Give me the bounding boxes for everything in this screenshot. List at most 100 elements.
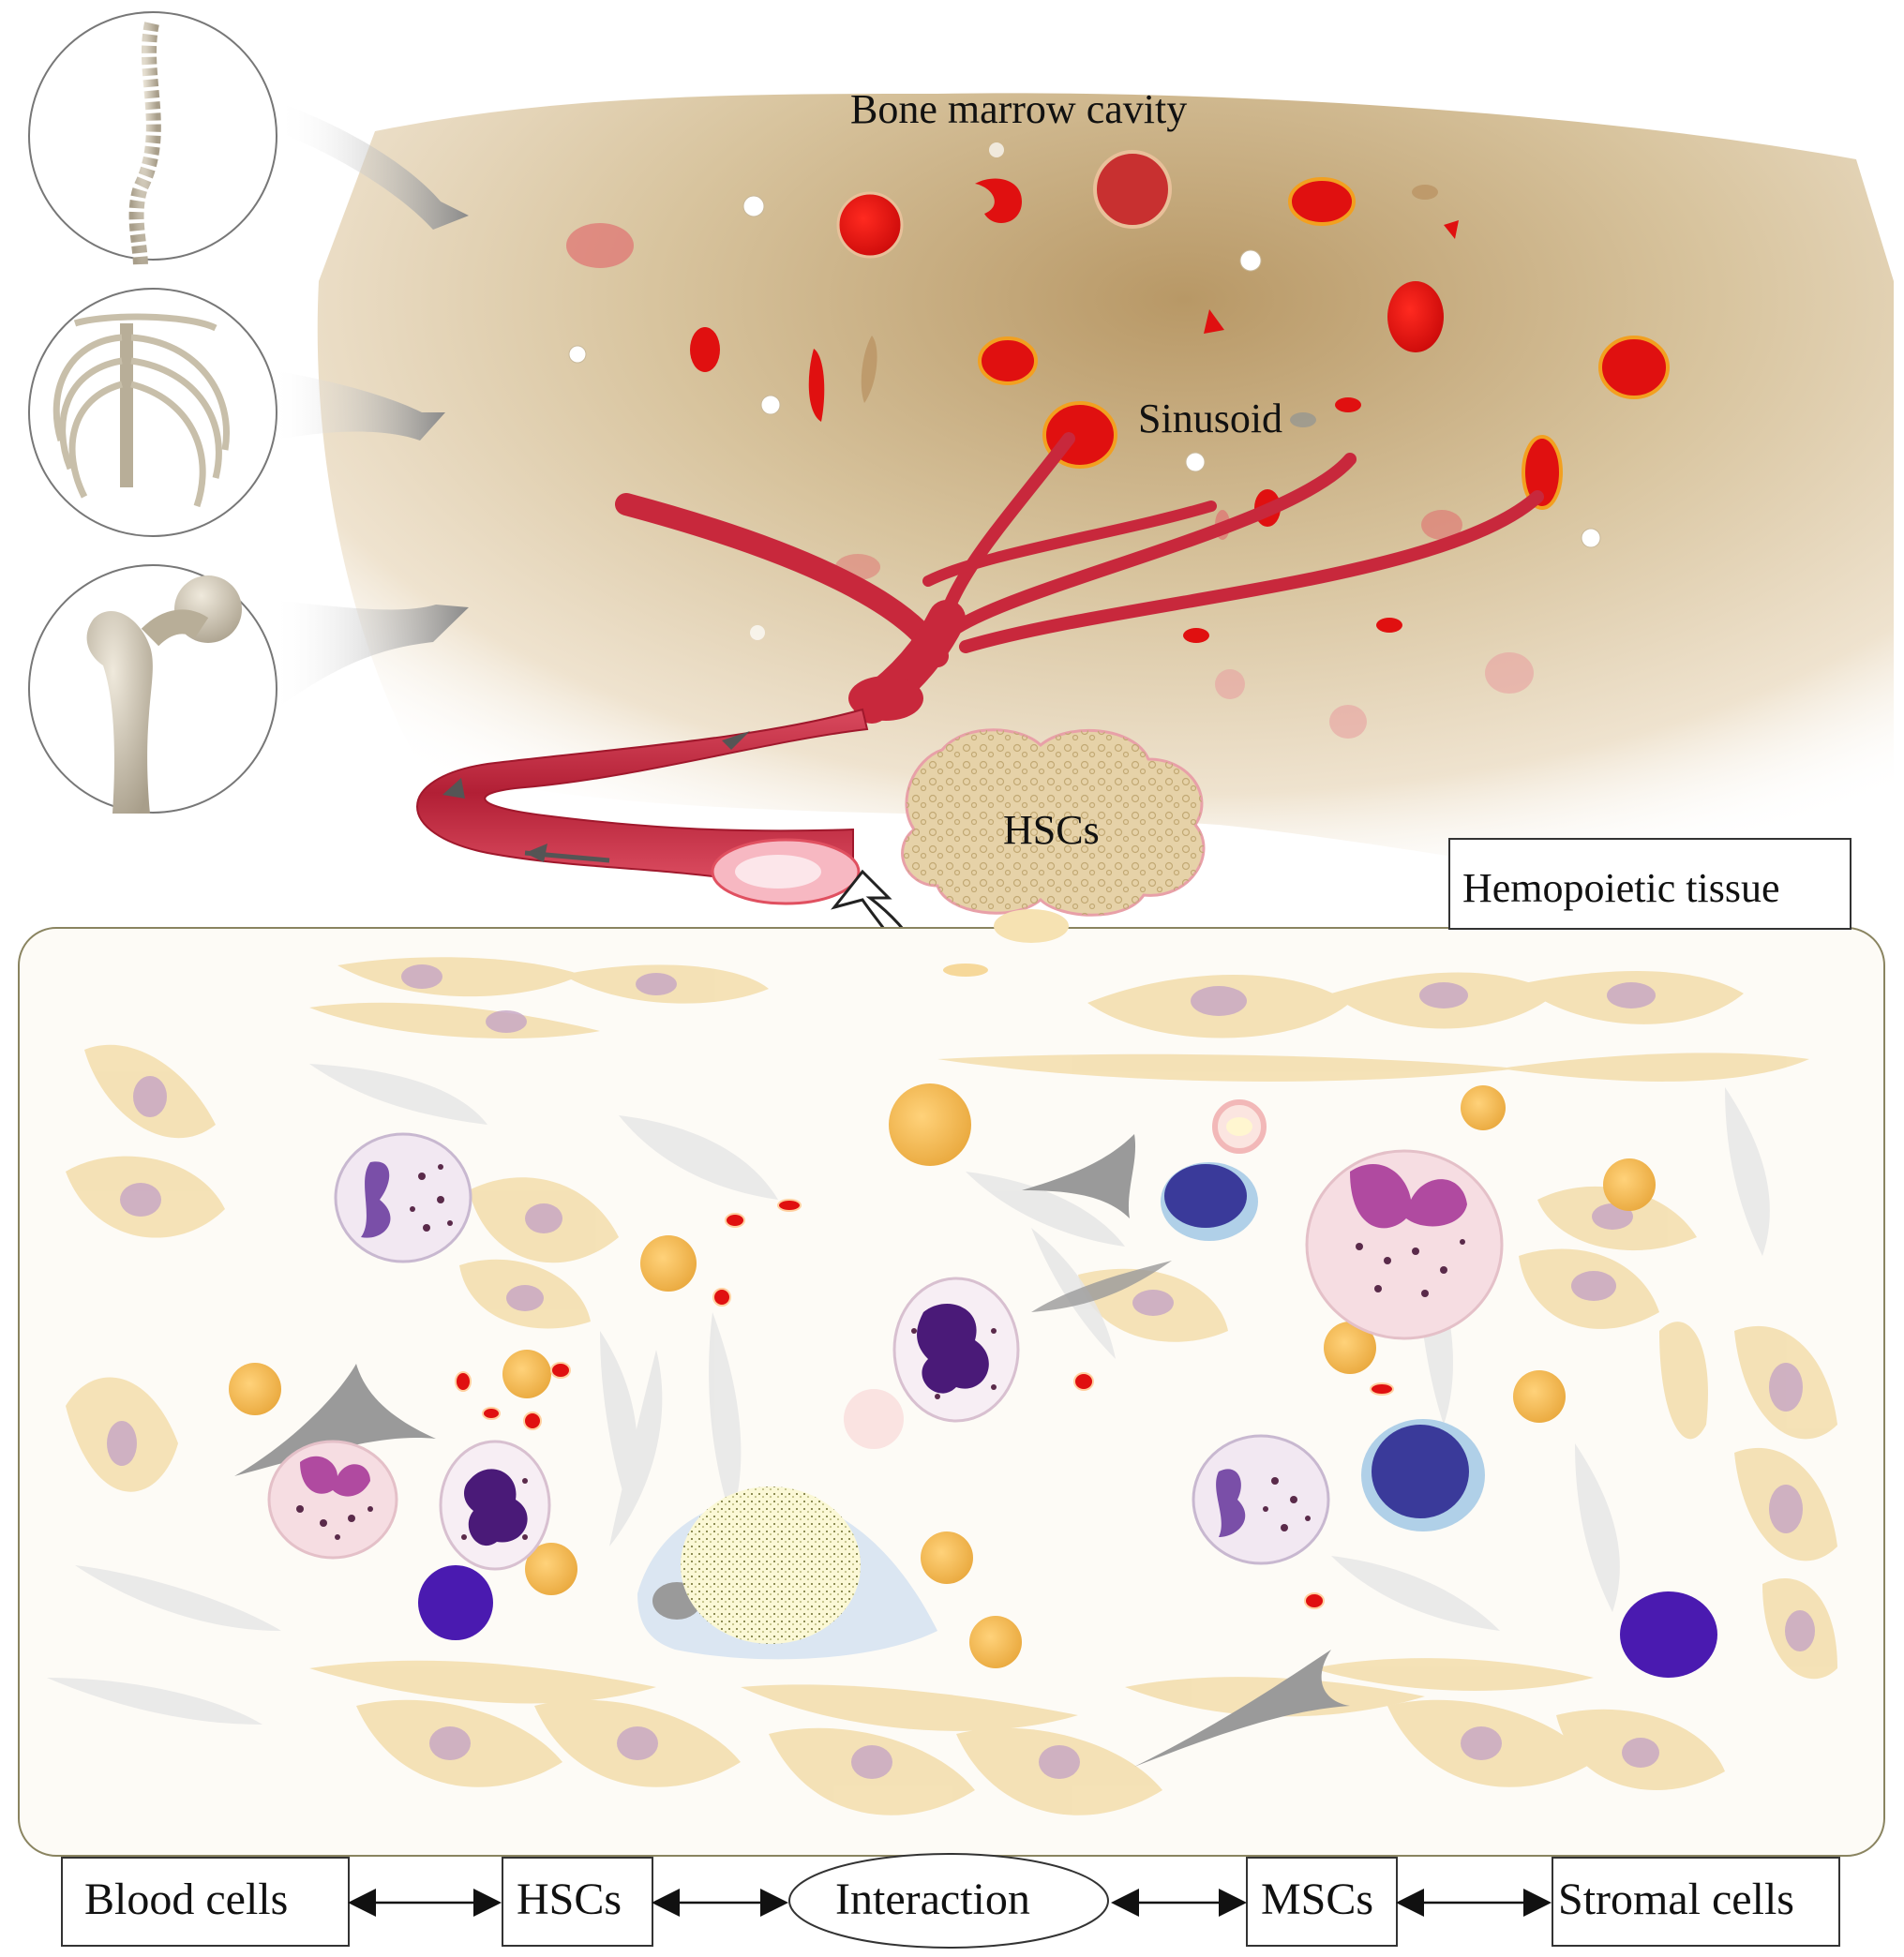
interaction-label: Interaction bbox=[835, 1875, 1030, 1924]
rbc bbox=[1204, 309, 1224, 334]
platelet-core bbox=[1226, 1117, 1252, 1136]
stellate-cells bbox=[234, 1134, 1350, 1767]
rbc bbox=[566, 223, 634, 268]
hemopoietic-tissue-label: Hemopoietic tissue bbox=[1462, 865, 1780, 911]
eosinophil bbox=[1192, 1434, 1330, 1565]
stromal-cell bbox=[937, 1053, 1519, 1082]
hscs-box: HSCs bbox=[502, 1857, 653, 1947]
hemopoietic-tissue: Hemopoietic tissue bbox=[18, 838, 1885, 1857]
stromal-cell bbox=[1659, 1322, 1708, 1440]
stromal-cell bbox=[741, 1684, 1078, 1731]
stromal-cells-box: Stromal cells bbox=[1552, 1857, 1840, 1947]
fibroblast bbox=[1725, 1087, 1770, 1256]
fibroblast bbox=[619, 1115, 778, 1200]
rbc bbox=[1598, 336, 1670, 399]
rbc bbox=[1215, 669, 1245, 699]
vessel-branch bbox=[950, 453, 1357, 635]
mscs-box: MSCs bbox=[1246, 1857, 1398, 1947]
vessel-node bbox=[848, 676, 923, 721]
spine-icon bbox=[28, 11, 277, 268]
hscs-texture bbox=[902, 729, 1204, 916]
rbc bbox=[1183, 628, 1209, 643]
fibroblast bbox=[1331, 1556, 1500, 1631]
rbc bbox=[1444, 220, 1459, 239]
stromal-cell bbox=[309, 1002, 600, 1038]
fibroblast bbox=[966, 1172, 1125, 1247]
stromal-cells-label: Stromal cells bbox=[1558, 1875, 1794, 1924]
stromal-nuclei bbox=[107, 964, 1815, 1779]
mscs-label: MSCs bbox=[1261, 1875, 1373, 1924]
orange-cell bbox=[1513, 1370, 1566, 1423]
skeleton-sources bbox=[28, 11, 469, 814]
rbc bbox=[1421, 510, 1462, 540]
interaction-ellipse: Interaction bbox=[788, 1853, 1109, 1949]
orange-cell bbox=[640, 1235, 697, 1292]
stromal-cell bbox=[1500, 1053, 1809, 1082]
stellate-cell bbox=[1134, 1650, 1350, 1767]
arrow-icon bbox=[272, 600, 469, 712]
eosinophil bbox=[334, 1132, 472, 1263]
fibroblast bbox=[75, 1565, 281, 1631]
fat-cell bbox=[1581, 528, 1601, 548]
marrow-cavity-shape bbox=[317, 93, 1894, 919]
orange-cell bbox=[229, 1363, 281, 1415]
neutrophil bbox=[892, 1277, 1020, 1423]
fibroblast bbox=[1575, 1443, 1620, 1612]
stromal-cell bbox=[309, 1660, 656, 1704]
fat-cell bbox=[1185, 452, 1206, 472]
fibroblast bbox=[309, 1064, 487, 1125]
orange-cell bbox=[525, 1543, 577, 1595]
hscs-cluster-label: HSCs bbox=[1003, 807, 1100, 853]
fibroblast bbox=[600, 1331, 637, 1509]
sinusoid-label: Sinusoid bbox=[1138, 396, 1282, 441]
rbc bbox=[978, 336, 1038, 385]
source-arrows bbox=[272, 103, 469, 712]
blood-cells-box: Blood cells bbox=[61, 1857, 350, 1947]
tissue-title-box: Hemopoietic tissue bbox=[1448, 838, 1852, 930]
rbc bbox=[1522, 435, 1563, 510]
stromal-cell bbox=[994, 909, 1069, 943]
basophil-small bbox=[267, 1440, 398, 1560]
orange-cell bbox=[889, 1083, 971, 1166]
rbc bbox=[1485, 652, 1534, 694]
stellate-cell bbox=[1031, 1261, 1172, 1312]
granulocytes bbox=[267, 1132, 1504, 1571]
orange-cell bbox=[921, 1531, 973, 1584]
flow-arrow-icon bbox=[524, 850, 610, 863]
hscs-label: HSCs bbox=[517, 1875, 622, 1924]
rbc bbox=[1093, 150, 1172, 229]
orange-cell bbox=[1461, 1085, 1506, 1130]
stromal-cell bbox=[943, 964, 988, 977]
rbc bbox=[1335, 397, 1361, 412]
flow-arrow-icon bbox=[722, 731, 750, 750]
stromal-cell bbox=[337, 957, 581, 997]
rbc bbox=[1387, 281, 1444, 352]
rbc bbox=[975, 178, 1022, 223]
rbc bbox=[836, 191, 904, 259]
lymphoblast bbox=[1620, 1591, 1717, 1678]
hscs-cluster: HSCs bbox=[901, 728, 1206, 917]
rbc bbox=[1329, 705, 1367, 739]
arrow-icon bbox=[277, 103, 469, 230]
fibroblast bbox=[47, 1678, 262, 1725]
rbc bbox=[861, 336, 877, 403]
flow-arrow-icon bbox=[442, 778, 465, 799]
fat-cell bbox=[750, 625, 765, 640]
fibroblast bbox=[709, 1312, 742, 1518]
bone-marrow-cavity: Bone marrow cavity bbox=[317, 86, 1894, 1047]
rbc bbox=[808, 349, 825, 422]
rbc bbox=[1412, 185, 1438, 200]
fat-cell bbox=[760, 395, 781, 415]
rbc bbox=[690, 327, 720, 372]
rbc bbox=[1376, 618, 1402, 633]
stellate-cell bbox=[1022, 1134, 1136, 1218]
bone-marrow-cavity-label: Bone marrow cavity bbox=[850, 86, 1187, 132]
lymphoblast bbox=[418, 1565, 493, 1640]
red-platelets bbox=[455, 1199, 1394, 1609]
arrow-icon bbox=[272, 370, 445, 441]
stromal-cell bbox=[1312, 1658, 1594, 1691]
fat-cell bbox=[742, 195, 765, 217]
ribcage-icon bbox=[28, 288, 277, 537]
orange-cell bbox=[969, 1616, 1022, 1668]
